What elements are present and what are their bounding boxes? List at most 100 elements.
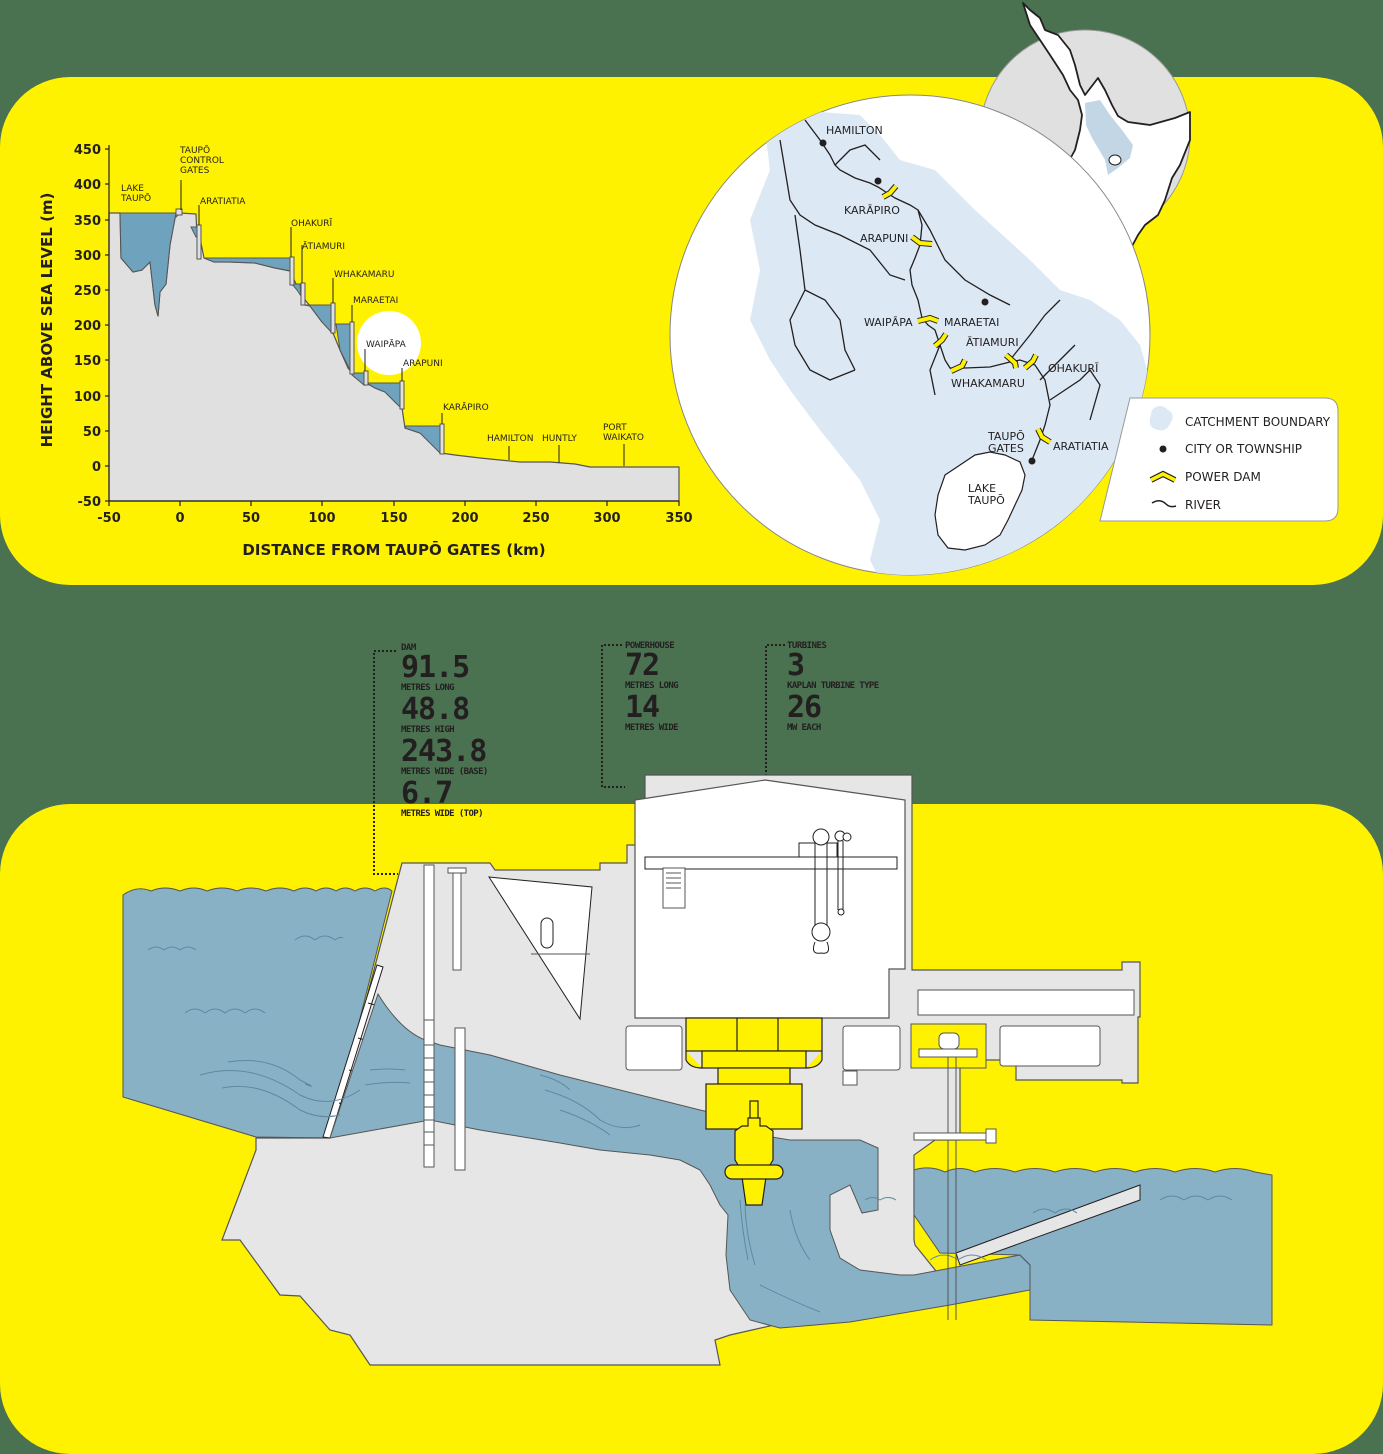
profile-label-atiamuri: ĀTIAMURI: [302, 241, 345, 252]
profile-label-gates-1: TAUPŌ: [179, 145, 210, 156]
legend-river-label: RIVER: [1185, 498, 1221, 512]
turbine-count-value: 3: [787, 648, 805, 683]
legend-city-label: CITY OR TOWNSHIP: [1185, 442, 1302, 456]
penstock-water: [329, 992, 1031, 1329]
profile-label-arapuni: ARAPUNI: [403, 359, 443, 369]
y-axis-title: HEIGHT ABOVE SEA LEVEL (m): [38, 193, 56, 448]
dam-base-width-value: 243.8: [401, 734, 487, 769]
powerhouse-stats-header: POWERHOUSE: [625, 641, 675, 651]
profile-label-port-waikato-2: WAIKATO: [603, 433, 644, 443]
generator-turbine-unit: [685, 1017, 823, 1206]
y-tick: 450: [74, 143, 101, 158]
dam-cross-section: [122, 644, 1273, 1366]
waipapa-highlight-circle: [357, 311, 421, 375]
profile-label-ohakuri: OHAKURĪ: [291, 218, 333, 229]
map-label-waipapa: WAIPĀPA: [864, 316, 913, 329]
powerhouse-length-value: 72: [625, 648, 660, 683]
turbine-output-unit: MW EACH: [787, 723, 821, 733]
map-label-maraetai: MARAETAI: [944, 316, 999, 329]
y-tick: 0: [92, 460, 101, 475]
map-label-whakamaru: WHAKAMARU: [951, 377, 1025, 390]
dam-length-value: 91.5: [401, 650, 470, 685]
x-tick: 150: [380, 511, 407, 526]
dam-height-value: 48.8: [401, 692, 470, 727]
profile-label-port-waikato-1: PORT: [603, 423, 627, 433]
water-ripples: [147, 935, 1233, 1313]
map-label-taupo-gates-1: TAUPŌ: [987, 430, 1025, 443]
river-line-icon: [1151, 500, 1177, 508]
map-label-atiamuri: ĀTIAMURI: [966, 336, 1019, 349]
profile-label-hamilton: HAMILTON: [487, 434, 533, 444]
x-tick: 50: [242, 511, 260, 526]
profile-label-gates-2: CONTROL: [180, 156, 224, 166]
y-tick: 200: [74, 319, 101, 334]
turbine-stats-header: TURBINES: [787, 641, 827, 651]
profile-label-huntly: HUNTLY: [542, 434, 577, 444]
city-dot-icon: [981, 298, 989, 306]
x-tick: 300: [593, 511, 620, 526]
profile-label-waipapa: WAIPĀPA: [366, 339, 407, 350]
crane-hook-icon: [798, 828, 852, 954]
map-label-hamilton: HAMILTON: [826, 124, 883, 137]
x-tick: 0: [175, 511, 184, 526]
city-dot-icon: [1028, 457, 1036, 465]
overhead-crane-beam: [644, 856, 898, 870]
stat-leader-lines: [373, 644, 785, 1120]
y-tick: 350: [74, 214, 101, 229]
x-tick: 250: [522, 511, 549, 526]
profile-label-aratiatia: ARATIATIA: [200, 197, 246, 207]
catchment-boundary-area: [750, 110, 1150, 575]
turbine-output-value: 26: [787, 690, 822, 725]
map-label-taupo-gates-2: GATES: [988, 442, 1024, 455]
intake-shafts: [423, 864, 467, 1171]
legend-dam-label: POWER DAM: [1185, 470, 1261, 484]
profile-label-karapiro: KARĀPIRO: [443, 402, 489, 413]
x-tick: 200: [451, 511, 478, 526]
y-tick: -50: [78, 495, 102, 510]
dam-height-unit: METRES HIGH: [401, 725, 455, 735]
x-axis-title: DISTANCE FROM TAUPŌ GATES (km): [242, 539, 545, 559]
catchment-icon: [1149, 406, 1173, 431]
dam-top-width-value: 6.7: [401, 776, 453, 811]
profile-label-whakamaru: WHAKAMARU: [334, 270, 395, 280]
profile-label-gates-3: GATES: [180, 166, 210, 176]
dam-walls: [175, 208, 445, 455]
turbine-type-unit: KAPLAN TURBINE TYPE: [787, 681, 879, 691]
y-tick: 150: [74, 354, 101, 369]
x-tick: 100: [308, 511, 335, 526]
river-profile-chart: LAKE TAUPŌ TAUPŌ CONTROL GATES ARATIATIA…: [38, 143, 693, 559]
y-tick: 100: [74, 390, 101, 405]
dam-stats: DAM 91.5 METRES LONG 48.8 METRES HIGH 24…: [401, 643, 488, 822]
map-legend: CATCHMENT BOUNDARY CITY OR TOWNSHIP POWE…: [1099, 397, 1339, 522]
lake-taupo-shape: [934, 451, 1026, 551]
city-dot-icon: [819, 139, 827, 147]
reservoirs: [119, 212, 441, 455]
dam-top-width-unit: METRES WIDE (TOP): [401, 809, 484, 819]
upstream-reservoir: [122, 887, 393, 1139]
powerhouse-stats: POWERHOUSE 72 METRES LONG 14 METRES WIDE: [625, 641, 679, 736]
dam-stats-header: DAM: [401, 643, 416, 653]
city-dot-icon: [874, 177, 882, 185]
profile-label-maraetai: MARAETAI: [353, 296, 398, 306]
powerhouse-width-unit: METRES WIDE: [625, 723, 679, 733]
tailrace-water: [913, 1167, 1273, 1326]
map-label-lake-taupo-2: TAUPŌ: [967, 494, 1005, 507]
city-dot-icon: [1159, 445, 1167, 453]
chart-axes: [105, 145, 680, 506]
powerhouse-width-value: 14: [625, 690, 660, 725]
profile-label-lake-taupo-1: LAKE: [121, 184, 144, 194]
x-tick: -50: [97, 511, 121, 526]
locator-catchment-area: [1085, 100, 1133, 175]
map-label-aratiatia: ARATIATIA: [1053, 440, 1109, 453]
map-label-ohakuri: OHAKURĪ: [1048, 362, 1099, 375]
y-tick: 400: [74, 178, 101, 193]
catchment-map: HAMILTON KARĀPIRO ARAPUNI WAIPĀPA MARAET…: [669, 94, 1151, 576]
turbine-stats: TURBINES 3 KAPLAN TURBINE TYPE 26 MW EAC…: [787, 641, 879, 736]
legend-catchment-label: CATCHMENT BOUNDARY: [1185, 415, 1331, 429]
map-label-karapiro: KARĀPIRO: [844, 204, 900, 217]
y-tick: 300: [74, 249, 101, 264]
powerhouse-length-unit: METRES LONG: [625, 681, 679, 691]
profile-label-lake-taupo-2: TAUPŌ: [120, 193, 151, 204]
map-label-lake-taupo-1: LAKE: [968, 482, 996, 495]
valve-mechanism: [913, 1032, 997, 1320]
